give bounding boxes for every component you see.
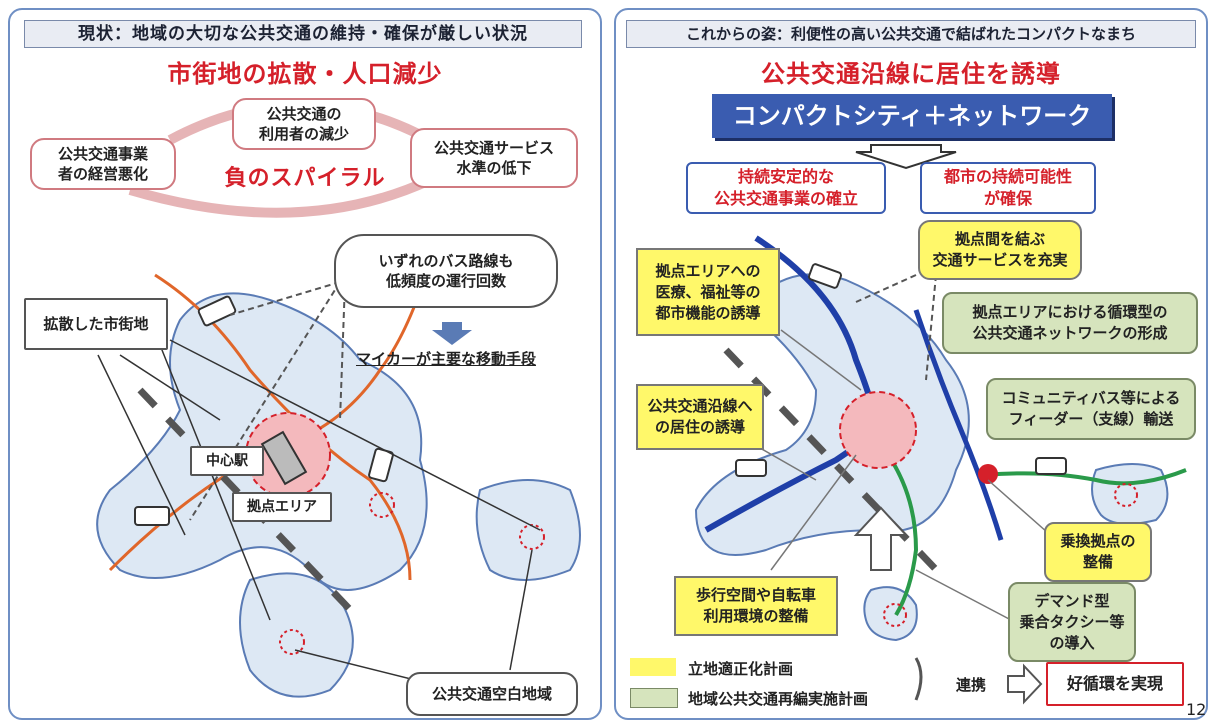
local-center-right-2: [883, 603, 907, 627]
legend-location-plan: 立地適正化計画: [688, 660, 794, 678]
spiral-users-decline: 公共交通の 利用者の減少: [232, 98, 376, 150]
legend-result-arrow-icon: [1007, 663, 1043, 705]
walk-bike-callout: 歩行空間や自転車 利用環境の整備: [674, 576, 838, 636]
demand-taxi-pointer: [915, 569, 1012, 621]
legend-transit-plan: 地域公共交通再編実施計画: [688, 690, 869, 708]
hub-area-label: 拠点エリア: [232, 492, 332, 522]
spiral-arc-bottom: [128, 175, 433, 218]
sprawl-callout-line-1: [97, 354, 186, 536]
current-situation-map: [96, 100, 581, 698]
loop-network-callout: 拠点エリアにおける循環型の 公共交通ネットワークの形成: [942, 292, 1198, 354]
current-situation-header: 現状：地域の大切な公共交通の維持・確保が厳しい状況: [24, 20, 582, 48]
car-main-transport-note: マイカーが主要な移動手段: [356, 350, 537, 368]
hub-function-pointer: [780, 329, 862, 391]
residence-callout: 公共交通沿線へ の居住の誘導: [636, 384, 764, 450]
future-vision-map: [694, 144, 1187, 705]
sprawl-title: 市街地の拡散・人口減少: [167, 60, 443, 88]
local-center-1: [369, 492, 395, 518]
legend-green-swatch: [630, 688, 678, 708]
local-center-2: [519, 524, 545, 550]
sprawl-area-south: [239, 572, 354, 698]
bus-note-arrow-2: [189, 281, 341, 521]
bus-icon-right-2: [735, 459, 767, 477]
down-arrow-icon: [432, 322, 472, 345]
bus-icon-2: [134, 506, 170, 526]
feeder-callout: コミュニティバス等による フィーダー（支線）輸送: [986, 378, 1196, 440]
hub-link-arrow-2: [925, 274, 937, 381]
bus-icon-right-1: [808, 263, 842, 289]
future-vision-panel: これからの姿：利便性の高い公共交通で結ばれたコンパクトなまち 公共交通沿線に居住…: [614, 8, 1208, 720]
rail-line: [137, 387, 363, 623]
sustainability-outcome: 都市の持続可能性 が確保: [920, 162, 1096, 214]
up-arrow-icon: [853, 506, 909, 571]
virtuous-cycle-label: 好循環を実現: [1046, 662, 1184, 706]
local-center-right-1: [1114, 483, 1138, 507]
hub-link-callout: 拠点間を結ぶ 交通サービスを充実: [918, 220, 1082, 280]
bus-note-line: [169, 339, 541, 531]
bus-frequency-note: いずれのバス路線も 低頻度の運行回数: [334, 234, 558, 308]
demand-taxi-callout: デマンド型 乗合タクシー等 の導入: [1008, 582, 1136, 662]
hub-area-circle-right: [839, 391, 917, 469]
current-situation-panel: 現状：地域の大切な公共交通の維持・確保が厳しい状況 市街地の拡散・人口減少 公共…: [8, 8, 602, 720]
spiral-service-decline: 公共交通サービス 水準の低下: [410, 128, 578, 188]
central-station-label: 中心駅: [190, 446, 264, 476]
bus-icon-right-3: [1035, 457, 1067, 475]
compact-area-east: [1091, 463, 1169, 525]
local-center-3: [279, 629, 305, 655]
compact-area-main: [694, 273, 970, 556]
empty-area-callout-line-2: [509, 549, 533, 671]
bus-note-arrow-1: [229, 281, 341, 316]
legend-link-icon: [914, 657, 923, 701]
negative-spiral-label: 負のスパイラル: [224, 166, 386, 191]
residence-induction-title: 公共交通沿線に居住を誘導: [761, 60, 1061, 88]
spiral-operator-decline: 公共交通事業 者の経営悪化: [30, 138, 176, 190]
sprawl-area-east: [475, 479, 581, 581]
feeder-line-1: [983, 468, 1187, 486]
stable-operation-outcome: 持続安定的な 公共交通事業の確立: [686, 162, 886, 214]
compact-area-south: [863, 586, 918, 642]
page-number: 12: [1186, 700, 1207, 719]
legend-yellow-swatch: [630, 658, 676, 676]
walk-bike-pointer: [770, 454, 857, 571]
sprawl-label: 拡散した市街地: [24, 298, 168, 350]
compact-city-network-banner: コンパクトシティ＋ネットワーク: [712, 94, 1112, 138]
transit-gap-area-label: 公共交通空白地域: [406, 672, 578, 716]
sprawl-callout-line-2: [119, 354, 221, 421]
trunk-line-3: [913, 309, 1004, 541]
feeder-line-2: [879, 443, 919, 617]
bus-icon-1: [197, 295, 237, 327]
future-vision-header: これからの姿：利便性の高い公共交通で結ばれたコンパクトなまち: [626, 20, 1196, 48]
central-station-building: [260, 430, 308, 486]
banner-down-arrow-icon: [855, 144, 957, 170]
urban-function-callout: 拠点エリアへの 医療、福祉等の 都市機能の誘導: [636, 248, 780, 336]
transfer-hub-callout: 乗換拠点の 整備: [1044, 522, 1152, 582]
legend-link-label: 連携: [956, 676, 987, 694]
sprawl-callout-line-3: [159, 344, 271, 621]
bus-note-arrow-3: [339, 281, 346, 421]
hub-link-arrow-1: [855, 274, 917, 303]
transfer-hub-icon: [978, 464, 998, 484]
